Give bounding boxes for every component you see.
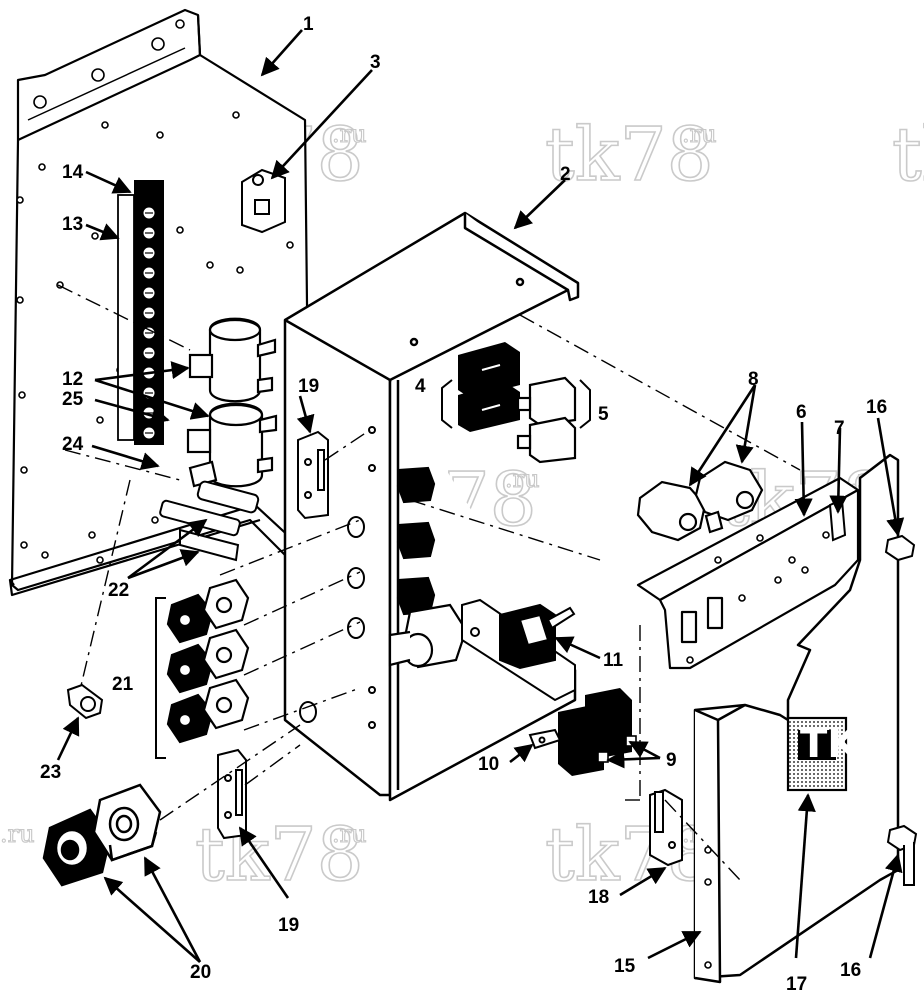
watermark-9-suffix: .ru — [0, 820, 35, 848]
bracket-21 — [155, 597, 166, 759]
callout-7: 7 — [834, 418, 845, 439]
callout-18: 18 — [588, 887, 609, 908]
panel-nuts-21 — [166, 578, 250, 744]
enclosure-holes — [299, 426, 376, 729]
callout-19-lower: 19 — [278, 915, 299, 936]
callout-2: 2 — [560, 164, 571, 185]
large-nuts-20 — [42, 783, 162, 887]
box-side-connectors — [388, 466, 468, 669]
panel-bracket-holes — [686, 531, 830, 664]
callout-21: 21 — [112, 674, 134, 695]
callout-23: 23 — [40, 762, 61, 783]
watermark-3: tk78 — [892, 112, 924, 198]
toggle-switches — [458, 342, 520, 432]
small-bracket — [241, 168, 286, 234]
watermark-2: tk78 — [545, 112, 714, 198]
watermark-7-suffix: .ru — [332, 820, 367, 848]
callout-1: 1 — [303, 14, 314, 35]
callout-11: 11 — [603, 650, 624, 671]
alignment-lines — [57, 284, 801, 881]
callout-14: 14 — [62, 162, 84, 183]
watermark-1-suffix: .ru — [332, 120, 367, 148]
callout-20: 20 — [190, 962, 211, 983]
logo-text: TK — [800, 721, 860, 767]
terminal-strip — [117, 180, 164, 445]
callout-25: 25 — [62, 389, 84, 410]
callout-17: 17 — [786, 974, 807, 995]
callout-9: 9 — [666, 750, 677, 771]
toggle-switch-11 — [461, 598, 576, 702]
door-holes — [704, 846, 712, 969]
callout-15: 15 — [614, 956, 636, 977]
hinge-upper — [297, 430, 329, 520]
watermark-8: tk78 — [545, 812, 714, 898]
leader-arrows — [56, 29, 905, 963]
logo-17: TK — [786, 716, 860, 792]
callout-19-upper: 19 — [298, 376, 319, 397]
callout-5: 5 — [598, 404, 609, 425]
relays-9 — [558, 688, 637, 776]
solenoids — [186, 317, 278, 488]
callout-24: 24 — [62, 434, 84, 455]
latch-16-lower — [886, 824, 918, 886]
callout-labels: 1 2 3 4 5 6 7 8 9 10 11 12 13 14 15 16 1… — [40, 14, 887, 995]
hinge-lower — [217, 748, 247, 840]
bolt-23 — [66, 683, 104, 720]
callout-3: 3 — [370, 52, 381, 73]
relay-blocks — [516, 376, 577, 464]
callout-16-lower: 16 — [840, 960, 861, 981]
watermark-2-suffix: .ru — [682, 120, 717, 148]
callout-10: 10 — [478, 754, 499, 775]
callout-6: 6 — [796, 402, 807, 423]
callout-4: 4 — [415, 376, 426, 397]
callout-8: 8 — [748, 369, 759, 390]
watermark-5-suffix: .ru — [505, 465, 540, 493]
fuse-holders — [159, 480, 260, 562]
callout-13: 13 — [62, 214, 83, 235]
knobs-8 — [636, 460, 764, 542]
bracket-symbols — [441, 379, 591, 429]
callout-12: 12 — [62, 369, 83, 390]
callout-22: 22 — [108, 580, 129, 601]
callout-16-upper: 16 — [866, 397, 887, 418]
bracket-10 — [528, 728, 562, 750]
